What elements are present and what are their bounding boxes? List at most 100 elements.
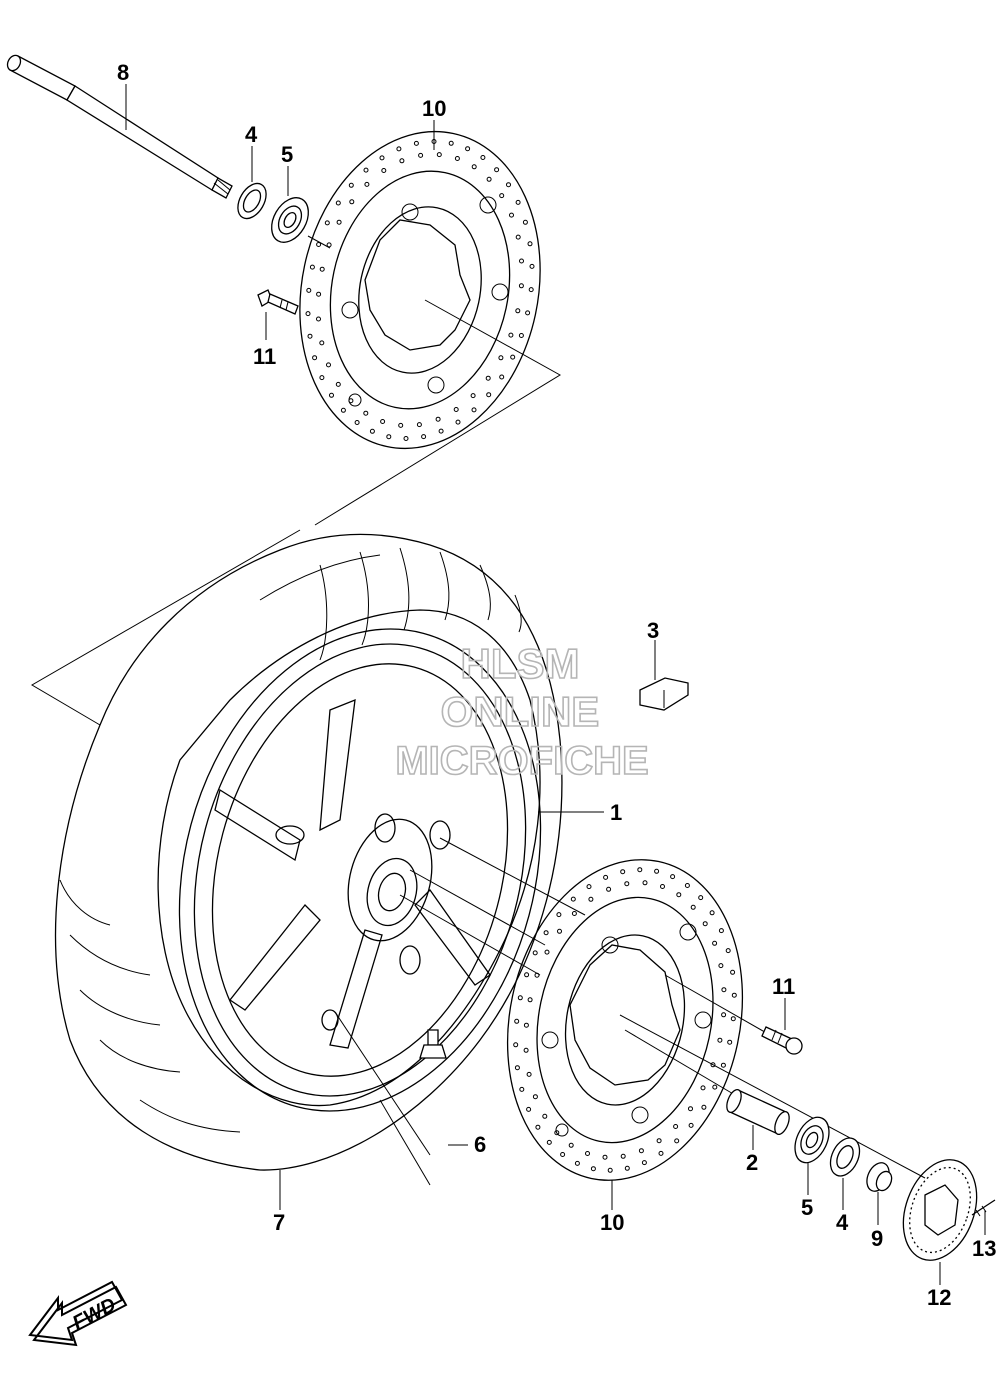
drill-hole [542,1113,548,1119]
front-axle[interactable] [5,53,233,199]
drill-hole [510,354,516,360]
drill-hole [471,164,477,170]
drill-hole [556,912,562,918]
drill-hole [509,212,514,218]
wheel-rim[interactable] [128,588,593,1152]
drill-hole [494,167,500,173]
watermark: HLSM ONLINE MICROFICHE [395,639,650,784]
drill-hole [519,1086,525,1092]
callout-5-bottom: 5 [801,1195,813,1220]
drill-hole [421,434,427,440]
drill-hole [620,869,626,875]
drill-hole [721,987,727,993]
drill-hole [515,199,521,205]
callout-9: 9 [871,1226,883,1251]
drill-hole [455,419,461,425]
drill-hole [560,1152,566,1157]
drill-hole [515,234,521,240]
drill-hole [527,241,533,247]
bearing-bottom[interactable] [788,1112,835,1168]
drill-hole [607,1167,613,1173]
drill-hole [624,1165,630,1171]
drill-hole [586,884,592,890]
drill-hole [513,1042,519,1048]
drill-hole [574,1160,580,1166]
drill-hole [326,362,331,368]
drill-hole [718,928,724,934]
spacer-collar[interactable] [863,1159,895,1195]
callout-10-bottom: 10 [600,1210,624,1235]
drill-hole [363,410,369,416]
drill-hole [526,1071,532,1077]
brake-disc-top[interactable] [271,109,568,471]
drill-hole [319,375,325,381]
drill-hole [557,928,562,934]
drill-hole [316,242,322,247]
air-valve[interactable] [419,1029,468,1146]
drill-hole [508,332,514,338]
watermark-line-2: ONLINE [441,688,600,735]
drill-hole [316,316,321,322]
drill-hole [416,422,422,428]
callout-1: 1 [610,800,622,825]
drill-hole [690,904,696,910]
drill-hole [364,181,370,187]
drill-hole [519,258,524,264]
drill-hole [386,434,392,440]
drill-hole [499,193,505,199]
drill-hole [518,333,524,338]
brake-disc-bottom[interactable] [479,838,771,1203]
drill-hole [319,266,325,272]
drill-hole [396,146,402,152]
drill-hole [544,949,550,955]
drill-hole [642,880,648,886]
disc-bottom-drill-holes [513,867,737,1173]
drill-hole [335,200,341,206]
drill-hole [654,868,660,874]
drill-hole [590,1166,596,1172]
drill-hole [710,1062,716,1068]
disc-bolt-top[interactable] [257,289,299,315]
drill-hole [603,874,609,880]
drill-hole [480,155,486,160]
forward-arrow-icon: FWD [28,1280,128,1347]
drill-hole [673,1124,679,1129]
drill-hole [485,375,491,381]
drill-hole [379,155,385,161]
oil-seal-bottom[interactable] [825,1133,865,1180]
tire[interactable] [54,533,563,1171]
drill-hole [335,381,341,387]
drill-hole [727,1039,733,1045]
drill-hole [523,1022,529,1028]
drill-hole [340,407,346,413]
abs-sensor-ring[interactable] [890,1150,989,1271]
drill-hole [506,182,511,188]
drill-hole [336,219,342,225]
drill-hole [523,1047,529,1053]
drill-hole [535,1124,541,1130]
drill-hole [588,896,594,902]
drill-hole [486,176,492,182]
drill-hole [305,311,311,317]
drill-hole [514,1065,520,1071]
drill-hole [418,152,424,158]
drill-hole [526,1106,532,1112]
drill-hole [570,896,576,902]
disc-bolt-bottom[interactable] [761,1026,803,1055]
oil-seal-top[interactable] [232,179,272,224]
drill-hole [454,156,460,161]
drill-hole [438,428,444,434]
drill-hole [499,374,505,380]
drill-hole [532,1094,538,1100]
drill-hole [348,398,354,404]
drill-hole [381,168,387,173]
balance-weight[interactable] [639,640,689,711]
drill-hole [620,1153,626,1159]
callout-10-top: 10 [422,96,446,121]
callout-7: 7 [273,1210,285,1235]
callout-12: 12 [927,1285,951,1310]
callout-11-top: 11 [253,344,276,369]
drill-hole [718,963,724,969]
wheel-spacer[interactable] [724,1088,792,1137]
